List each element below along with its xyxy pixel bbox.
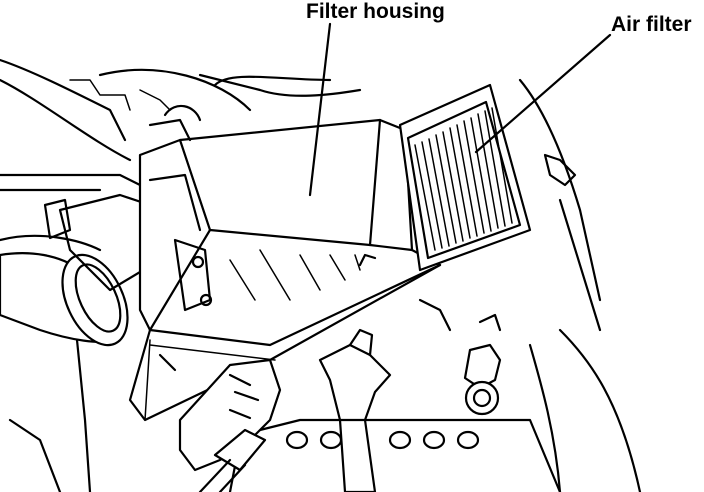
filter-housing-label: Filter housing (306, 0, 445, 23)
engine-bay-background (0, 58, 642, 492)
air-filter-element (398, 83, 532, 272)
hand-with-tool (178, 358, 282, 492)
air-filter-label: Air filter (611, 13, 692, 36)
leader-lines (308, 22, 612, 197)
intake-duct (0, 193, 162, 347)
filter-pleats (414, 107, 513, 251)
leader-line-filter-housing (308, 22, 332, 197)
filter-housing (128, 104, 442, 422)
leader-line-air-filter (474, 33, 612, 154)
